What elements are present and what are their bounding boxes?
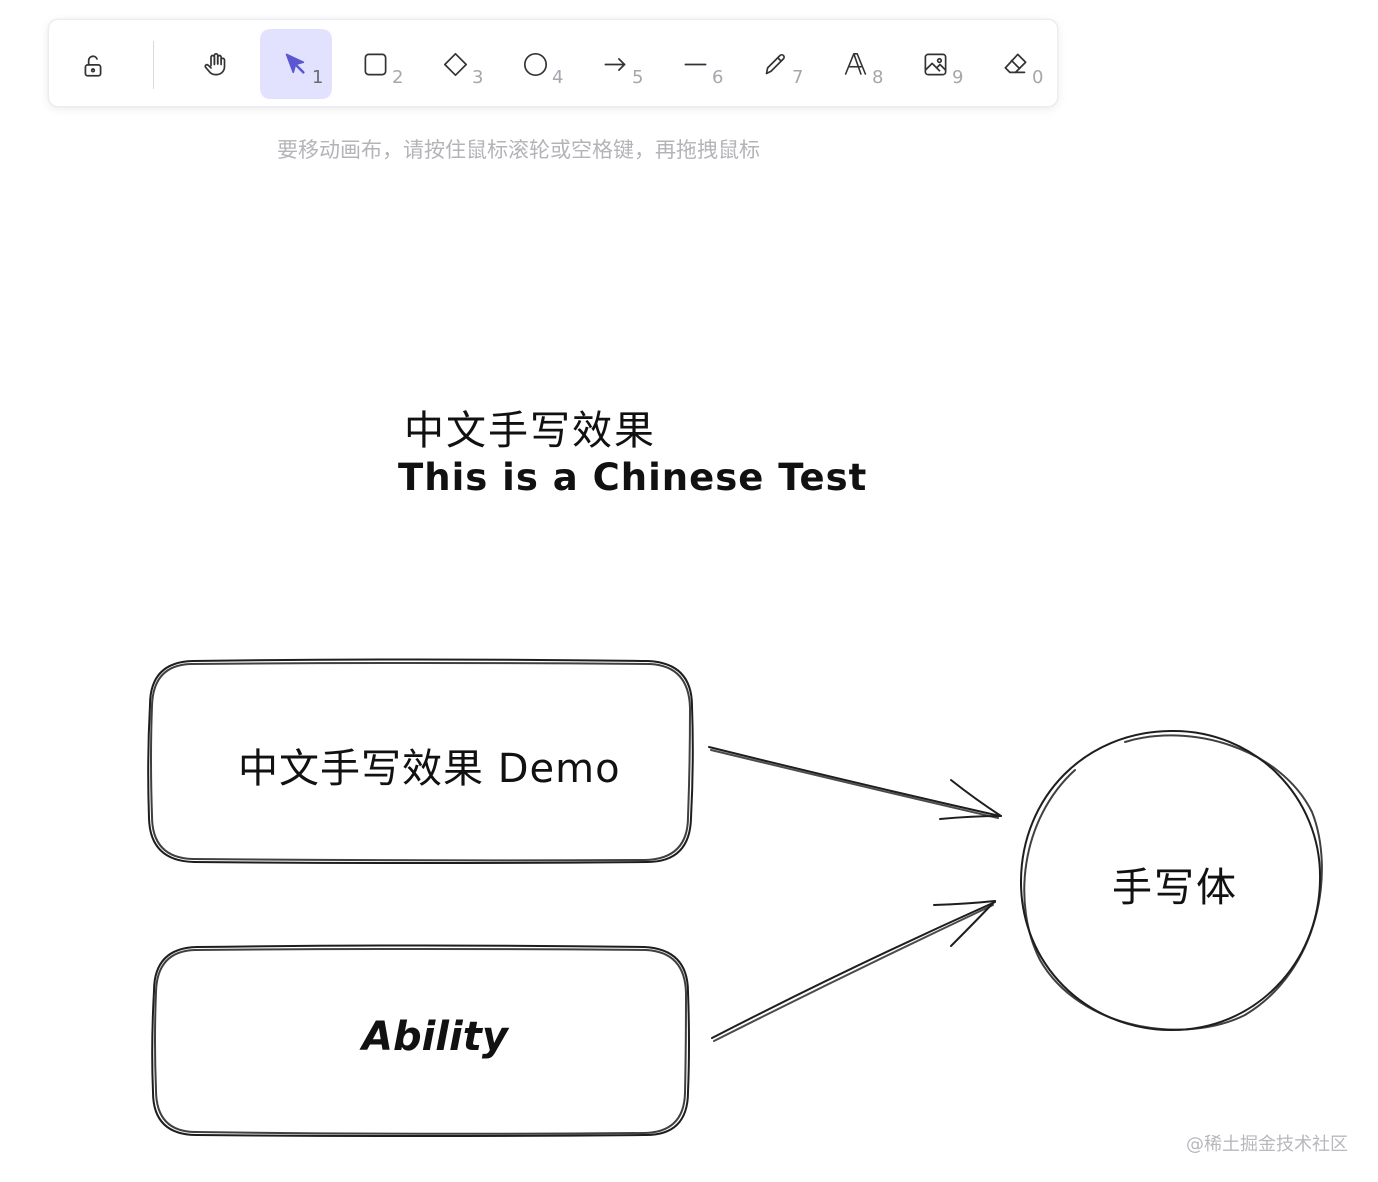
image-icon: [924, 53, 947, 76]
ellipse-icon: [523, 52, 548, 77]
arrow-shape-1[interactable]: [708, 746, 1002, 820]
line-icon: [684, 63, 707, 66]
heading-chinese-text[interactable]: 中文手写效果: [404, 408, 656, 454]
image-tool-button[interactable]: 9: [900, 29, 972, 99]
watermark: @稀土掘金技术社区: [1186, 1134, 1348, 1155]
rectangle-icon: [364, 53, 387, 76]
shortcut-key: 7: [792, 67, 804, 88]
rectangle-shape-2[interactable]: [151, 944, 690, 1137]
toolbar: 1 2 3 4 5 6 7: [48, 19, 1058, 107]
toolbar-divider: [153, 41, 154, 89]
selection-tool-button[interactable]: 1: [260, 29, 332, 99]
line-tool-button[interactable]: 6: [660, 29, 732, 99]
unlock-icon: [84, 55, 102, 77]
shortcut-key: 5: [632, 67, 644, 88]
ellipse-shape[interactable]: [1019, 729, 1323, 1032]
box2-label[interactable]: Ability: [362, 1014, 508, 1060]
shortcut-key: 2: [392, 67, 404, 88]
shortcut-key: 4: [552, 67, 564, 88]
rectangle-shape-1[interactable]: [147, 658, 694, 864]
eraser-tool-button[interactable]: 0: [980, 29, 1052, 99]
lock-button[interactable]: [69, 42, 117, 90]
diamond-tool-button[interactable]: 3: [420, 29, 492, 99]
pencil-icon: [765, 54, 785, 75]
pencil-tool-button[interactable]: 7: [740, 29, 812, 99]
hand-icon: [204, 53, 226, 76]
shortcut-key: 8: [872, 67, 884, 88]
box1-label[interactable]: 中文手写效果 Demo: [238, 746, 621, 792]
shortcut-key: 6: [712, 67, 724, 88]
circle-label[interactable]: 手写体: [1112, 865, 1238, 911]
shortcut-key: 3: [472, 67, 484, 88]
selection-arrow-icon: [285, 53, 305, 74]
eraser-icon: [1004, 53, 1027, 74]
hand-tool-button[interactable]: [180, 29, 252, 99]
text-icon: [844, 53, 867, 75]
ellipse-tool-button[interactable]: 4: [500, 29, 572, 99]
shortcut-key: 1: [312, 67, 324, 88]
heading-english-text[interactable]: This is a Chinese Test: [398, 456, 868, 499]
canvas-move-hint: 要移动画布，请按住鼠标滚轮或空格键，再拖拽鼠标: [277, 138, 760, 162]
diamond-icon: [443, 52, 468, 77]
shortcut-key: 9: [952, 67, 964, 88]
shortcut-key: 0: [1032, 67, 1044, 88]
arrow-tool-button[interactable]: 5: [580, 29, 652, 99]
rectangle-tool-button[interactable]: 2: [340, 29, 412, 99]
arrow-icon: [604, 58, 626, 71]
text-tool-button[interactable]: 8: [820, 29, 892, 99]
arrow-shape-2[interactable]: [711, 900, 996, 1042]
